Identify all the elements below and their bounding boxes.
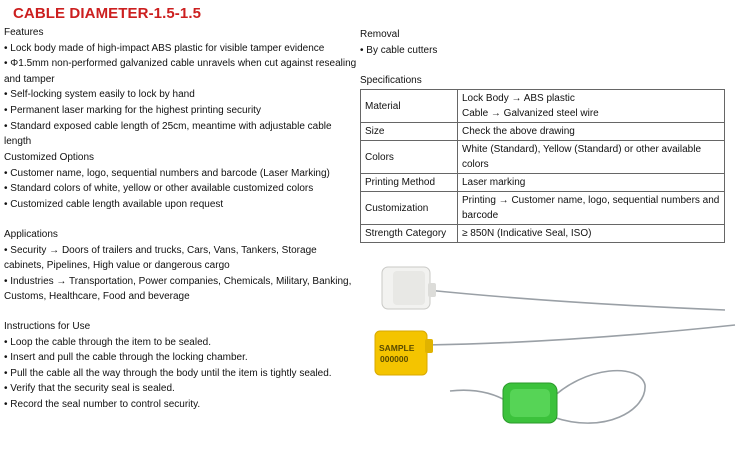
instructions-heading: Instructions for Use (4, 321, 91, 332)
instructions-item: • Verify that the security seal is seale… (4, 383, 175, 395)
table-row: Colors White (Standard), Yellow (Standar… (360, 140, 725, 174)
page-title: CABLE DIAMETER-1.5-1.5 (13, 5, 202, 22)
table-row: Material Lock Body → ABS plastic Cable →… (360, 89, 725, 123)
spec-value-line: Cable → Galvanized steel wire (462, 108, 599, 119)
table-row: Printing Method Laser marking (360, 173, 725, 192)
customized-heading: Customized Options (4, 152, 95, 163)
spec-key: Strength Category (360, 224, 458, 243)
spec-value: Check the above drawing (457, 122, 725, 141)
customized-item: • Customer name, logo, sequential number… (4, 167, 330, 179)
instructions-item: • Loop the cable through the item to be … (4, 336, 211, 348)
spec-value: Printing → Customer name, logo, sequenti… (457, 191, 725, 225)
customized-item: • Customized cable length available upon… (4, 198, 224, 210)
features-item: • Φ1.5mm non-performed galvanized cable … (4, 58, 357, 85)
applications-item: • Security → Doors of trailers and truck… (4, 244, 317, 272)
customized-section: Customized Options • Customer name, logo… (4, 150, 359, 212)
removal-section: Removal • By cable cutters (360, 27, 437, 58)
spec-key: Printing Method (360, 173, 458, 192)
instructions-item: • Insert and pull the cable through the … (4, 352, 248, 364)
cable-seals-illustration: SAMPLE 000000 (374, 266, 736, 424)
yellow-seal-image: SAMPLE 000000 (374, 324, 736, 376)
spec-key: Material (360, 89, 458, 123)
white-seal-image (381, 266, 726, 311)
spec-key: Customization (360, 191, 458, 225)
spec-value: Lock Body → ABS plastic Cable → Galvaniz… (457, 89, 725, 123)
spec-key: Size (360, 122, 458, 141)
removal-item: • By cable cutters (360, 44, 438, 56)
features-section: Features • Lock body made of high-impact… (4, 25, 359, 150)
features-heading: Features (4, 27, 44, 38)
instructions-section: Instructions for Use • Loop the cable th… (4, 319, 359, 413)
spec-value: Laser marking (457, 173, 725, 192)
specifications-table: Material Lock Body → ABS plastic Cable →… (360, 89, 725, 243)
specifications-heading: Specifications (360, 75, 422, 86)
spec-value-line: Lock Body → ABS plastic (462, 93, 575, 104)
spec-value: ≥ 850N (Indicative Seal, ISO) (457, 224, 725, 243)
spec-value: White (Standard), Yellow (Standard) or o… (457, 140, 725, 174)
applications-section: Applications • Security → Doors of trail… (4, 227, 359, 305)
applications-item: • Industries → Transportation, Power com… (4, 275, 352, 303)
features-item: • Standard exposed cable length of 25cm,… (4, 120, 332, 148)
removal-heading: Removal (360, 29, 400, 40)
table-row: Size Check the above drawing (360, 122, 725, 141)
customized-item: • Standard colors of white, yellow or ot… (4, 183, 314, 195)
features-item: • Permanent laser marking for the highes… (4, 104, 261, 116)
sample-label-line1: SAMPLE (379, 343, 415, 353)
sample-label-line2: 000000 (380, 354, 409, 364)
spec-key: Colors (360, 140, 458, 174)
features-item: • Self-locking system easily to lock by … (4, 89, 195, 101)
instructions-item: • Pull the cable all the way through the… (4, 367, 332, 379)
table-row: Customization Printing → Customer name, … (360, 191, 725, 225)
applications-heading: Applications (4, 229, 58, 240)
table-row: Strength Category ≥ 850N (Indicative Sea… (360, 224, 725, 243)
green-seal-image (449, 369, 646, 424)
features-item: • Lock body made of high-impact ABS plas… (4, 42, 325, 54)
instructions-item: • Record the seal number to control secu… (4, 398, 201, 410)
